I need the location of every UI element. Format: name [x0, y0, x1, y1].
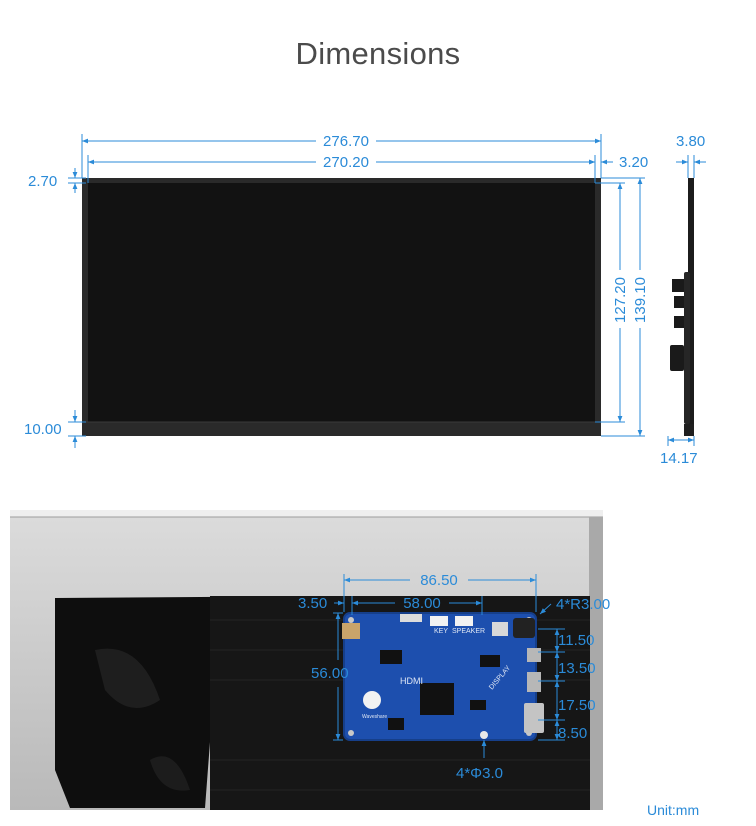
- unit-label: Unit:mm: [647, 802, 699, 818]
- corner-radius-label: 4*R3.00: [556, 596, 610, 613]
- main-chip: [420, 683, 454, 715]
- back-view: KEY SPEAKER HDMI DISPLAY Waveshare: [10, 510, 610, 810]
- dim-mount-holes: 4*Φ3.0: [456, 740, 503, 782]
- side-view: 3.80 14.17: [660, 133, 706, 467]
- dim-display-width: 270.20: [88, 154, 595, 171]
- dim-port-gaps: 11.50 13.50 17.50 8.50: [554, 629, 596, 742]
- dim-board-width: 86.50: [344, 572, 536, 589]
- dim-right-border: 3.20: [583, 154, 648, 171]
- dim-hole-offset: 3.50: [298, 595, 344, 612]
- display-width-label: 270.20: [323, 154, 369, 171]
- dim-display-height: 127.20: [612, 183, 629, 422]
- board-width-label: 86.50: [420, 572, 458, 589]
- top-border-label: 2.70: [28, 173, 57, 190]
- bottom-border-label: 10.00: [24, 421, 62, 438]
- hole-offset-label: 3.50: [298, 595, 327, 612]
- dim-outer-width: 276.70: [82, 133, 601, 150]
- hdmi-port: [527, 648, 541, 662]
- driver-board: KEY SPEAKER HDMI DISPLAY Waveshare: [342, 612, 544, 741]
- dim-outer-height: 139.10: [632, 178, 649, 436]
- right-border-label: 3.20: [619, 154, 648, 171]
- silk-brand: Waveshare: [362, 714, 387, 720]
- dim-bottom-border: 10.00: [24, 410, 78, 448]
- silk-key: KEY: [434, 628, 448, 635]
- dim-depth: 14.17: [660, 437, 698, 467]
- port-gap-4-label: 8.50: [558, 725, 587, 742]
- dim-thickness: 3.80: [676, 133, 706, 165]
- outer-width-label: 276.70: [323, 133, 369, 150]
- silk-hdmi: HDMI: [400, 676, 423, 686]
- page-title: Dimensions: [295, 36, 461, 71]
- thickness-label: 3.80: [676, 133, 705, 150]
- dim-corner-radius: 4*R3.00: [539, 596, 610, 615]
- dim-board-height: 56.00: [311, 613, 349, 740]
- front-view: 276.70 270.20 3.20 2.70 10.00: [24, 133, 649, 448]
- port-gap-2-label: 13.50: [558, 660, 596, 677]
- board-height-label: 56.00: [311, 665, 349, 682]
- display-height-label: 127.20: [612, 277, 629, 323]
- port-gap-3-label: 17.50: [558, 697, 596, 714]
- depth-label: 14.17: [660, 450, 698, 467]
- outer-height-label: 139.10: [632, 277, 649, 323]
- dim-hole-spacing: 58.00: [352, 595, 482, 612]
- silk-speaker: SPEAKER: [452, 628, 485, 635]
- pcb: [344, 613, 536, 740]
- hole-spacing-label: 58.00: [403, 595, 441, 612]
- display-screen: [88, 183, 595, 422]
- mount-holes-label: 4*Φ3.0: [456, 765, 503, 782]
- port-gap-1-label: 11.50: [558, 632, 594, 649]
- dim-top-border: 2.70: [28, 168, 78, 193]
